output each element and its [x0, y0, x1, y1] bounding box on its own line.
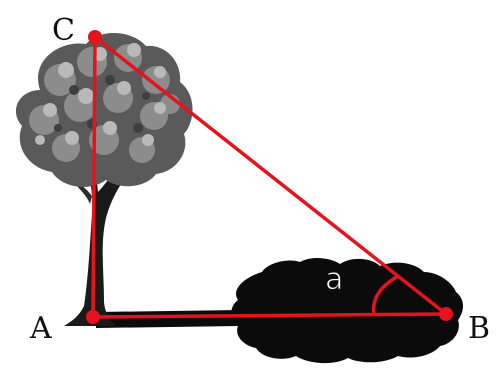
label-b: B	[468, 311, 490, 346]
tree-shadow	[96, 257, 463, 364]
shadow-trunk	[96, 310, 240, 328]
side-ac	[91, 36, 97, 318]
vertex-a	[86, 310, 100, 324]
vertex-c	[88, 30, 102, 44]
vertices	[86, 30, 453, 324]
label-a: A	[29, 311, 52, 346]
triangle	[91, 35, 448, 319]
vertex-b	[439, 307, 453, 321]
side-ab	[92, 312, 447, 319]
side-cb	[93, 35, 448, 316]
shadow-blob	[231, 257, 463, 364]
label-c: C	[52, 13, 75, 48]
angle-arc	[371, 274, 399, 315]
tree-foliage	[15, 32, 193, 187]
angle-label: a	[325, 262, 343, 297]
